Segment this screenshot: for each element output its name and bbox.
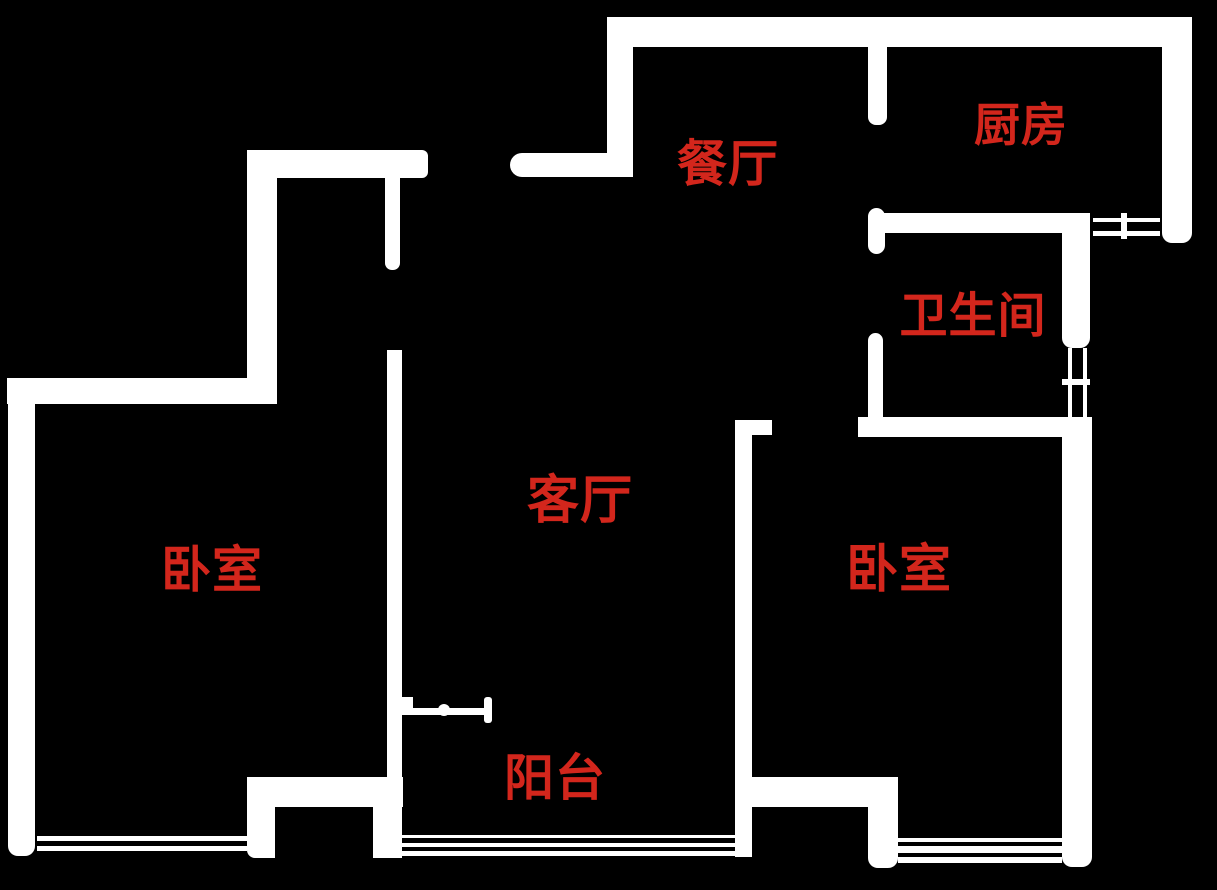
wall-balcony-pier-right-leg	[868, 807, 898, 868]
wall-balcony-pier-left-top	[247, 777, 403, 807]
wall-left-outer	[8, 378, 35, 856]
wall-mid-left-vertical	[247, 150, 277, 382]
wall-bedroom-right-door-stub	[735, 420, 772, 435]
wall-bedroom-right-left	[735, 420, 752, 857]
room-label-living-room: 客厅	[526, 471, 634, 531]
window-bathroom-tick	[1062, 379, 1090, 385]
window-bedroom-left	[37, 836, 247, 851]
window-bedroom-right	[898, 838, 1062, 863]
wall-partition-upper	[385, 178, 400, 270]
wall-bedroom-right-right	[1062, 417, 1092, 867]
wall-kitchen-left-stub	[868, 208, 885, 254]
room-label-dining-room: 餐厅	[677, 135, 779, 193]
wall-kitchen-bathroom-divider	[883, 213, 1090, 233]
wall-balcony-pier-left-leg-a	[247, 807, 275, 858]
wall-bedroom-left-top	[7, 378, 277, 404]
room-label-kitchen: 厨房	[974, 98, 1068, 152]
wall-top-outer	[607, 17, 1192, 47]
wall-entry-top-left	[247, 150, 428, 178]
room-label-bathroom: 卫生间	[899, 288, 1047, 344]
balcony-door-endcap	[484, 697, 492, 723]
kitchen-sliding-door-tick	[1121, 213, 1127, 239]
wall-dining-left-vertical	[607, 17, 633, 177]
wall-bathroom-bottom	[858, 417, 1062, 437]
room-label-bedroom-left: 卧室	[161, 541, 263, 599]
wall-balcony-pier-right-top	[752, 777, 898, 807]
wall-bathroom-left	[868, 333, 883, 420]
wall-kitchen-left-upper	[868, 47, 887, 125]
room-label-balcony: 阳台	[504, 749, 606, 807]
wall-dining-left-horizontal	[510, 153, 633, 177]
wall-balcony-pier-left-leg-b	[373, 807, 402, 858]
room-label-bedroom-right: 卧室	[845, 540, 953, 600]
wall-bathroom-right	[1062, 215, 1090, 348]
window-balcony	[402, 835, 735, 856]
balcony-door-knob	[438, 704, 450, 716]
wall-right-outer-kitchen	[1162, 17, 1192, 243]
wall-partition-lower	[387, 350, 402, 778]
